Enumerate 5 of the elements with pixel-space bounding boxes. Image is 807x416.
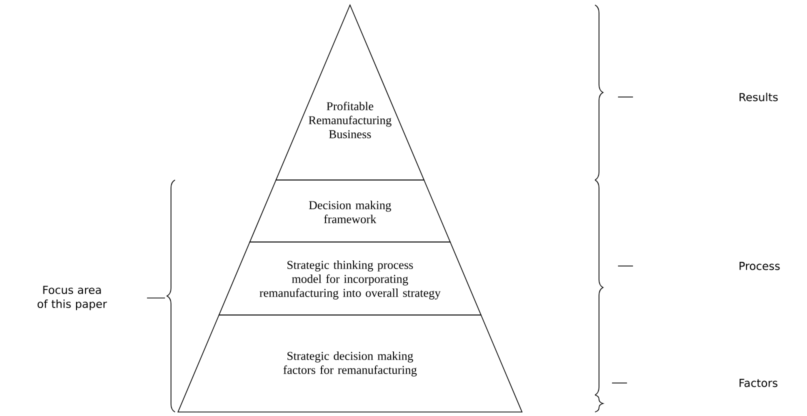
bracket-label: Focus area of this paper (38, 286, 107, 310)
bracket-label: Results (740, 92, 778, 102)
pyramid-band: Decision making framework (249, 180, 451, 242)
bracket-label: Process (740, 262, 780, 270)
bracket-label: Factors (740, 378, 778, 388)
